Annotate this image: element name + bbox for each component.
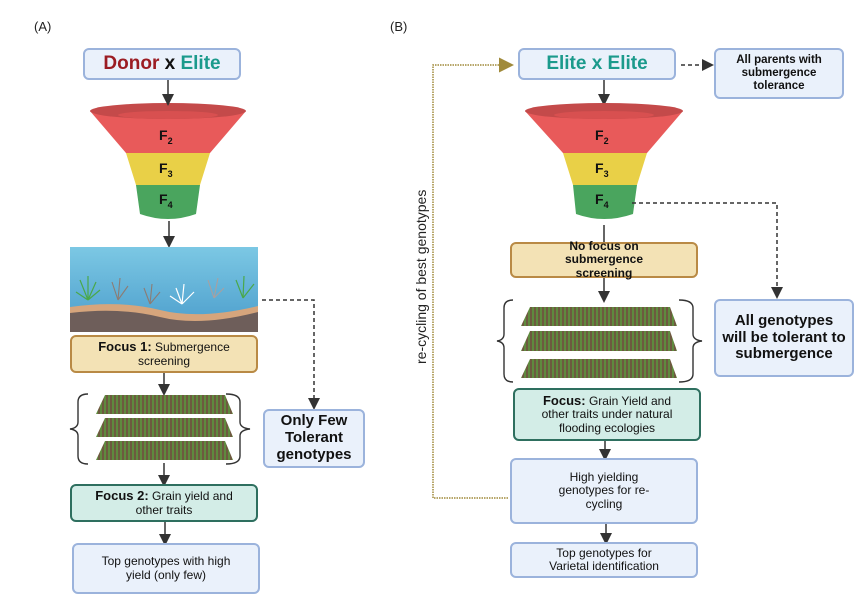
plant-white-icon [169,283,195,305]
plant-dead-icon [111,277,161,305]
elite-text: Elite [180,53,221,75]
plant-faded-icon [207,277,225,299]
few-tolerant-box: Only Few Tolerant genotypes [263,409,365,468]
parents-box: All parents with submergence tolerance [714,48,844,99]
funnel-b-f2-band [525,111,683,153]
no-focus-box: No focus on submergence screening [510,239,698,279]
field-plot [96,418,233,437]
brace-right-a [225,393,251,465]
funnel-a-f3-band [126,153,210,185]
recycle-loop-arrow [432,57,514,499]
panel-a-label: (A) [34,19,52,34]
fields-b [521,307,677,378]
brace-right-b [678,299,703,383]
focus-b-box: Focus: Grain Yield and other traits unde… [513,388,701,441]
brace-left-b [496,299,514,383]
submergence-image [70,247,258,332]
recycle-label: re-cycling of best genotypes [413,189,429,364]
fields-a [96,395,233,460]
funnel-a [90,103,246,219]
plant-green-icon [75,276,101,301]
focus1-text: Submergence screening [137,340,230,368]
panel-b-label: (B) [390,19,408,34]
funnel-a-f4-label: F4 [159,191,173,210]
result-box-a: Top genotypes with high yield (only few) [72,543,260,594]
focus2-text: Grain yield and other traits [135,489,233,517]
all-tolerant-box: All genotypes will be tolerant to submer… [714,299,854,377]
field-plot [96,395,233,414]
funnel-b-f3-label: F3 [595,160,609,179]
donor-text: Donor [103,53,160,75]
cross-box-b: Elite x Elite [518,48,676,80]
funnel-b-f3-band [563,153,647,185]
focus1-box: Focus 1: Submergence screening [70,335,258,373]
cross-box-a: Donor x Elite [83,48,241,80]
funnel-a-f2-band [90,111,246,153]
field-plot [521,307,677,326]
funnel-a-f4-band [136,185,200,219]
funnel-b-f4-band [573,185,637,219]
plant-green-icon [235,275,255,299]
funnel-b-f4-label: F4 [595,191,609,210]
funnel-a-f2-label: F2 [159,127,173,146]
focus2-bold: Focus 2: [95,488,149,503]
result-box-b: Top genotypes for Varietal identificatio… [510,542,698,578]
focus1-bold: Focus 1: [98,339,152,354]
cross-x-text: x [159,53,181,75]
funnel-a-f3-label: F3 [159,160,173,179]
brace-left-a [69,393,89,465]
focus-b-text: Grain Yield and other traits under natur… [541,393,673,435]
field-plot [521,359,677,378]
field-plot [521,331,677,351]
funnel-b-f2-label: F2 [595,127,609,146]
funnel-b [525,103,683,219]
high-yield-box: High yielding genotypes for re-cycling [510,458,698,524]
focus2-box: Focus 2: Grain yield and other traits [70,484,258,522]
dotted-arrow-b-f4 [632,202,783,299]
field-plot [96,441,233,460]
focus-b-bold: Focus: [542,392,586,408]
dotted-arrow-a [262,299,320,410]
